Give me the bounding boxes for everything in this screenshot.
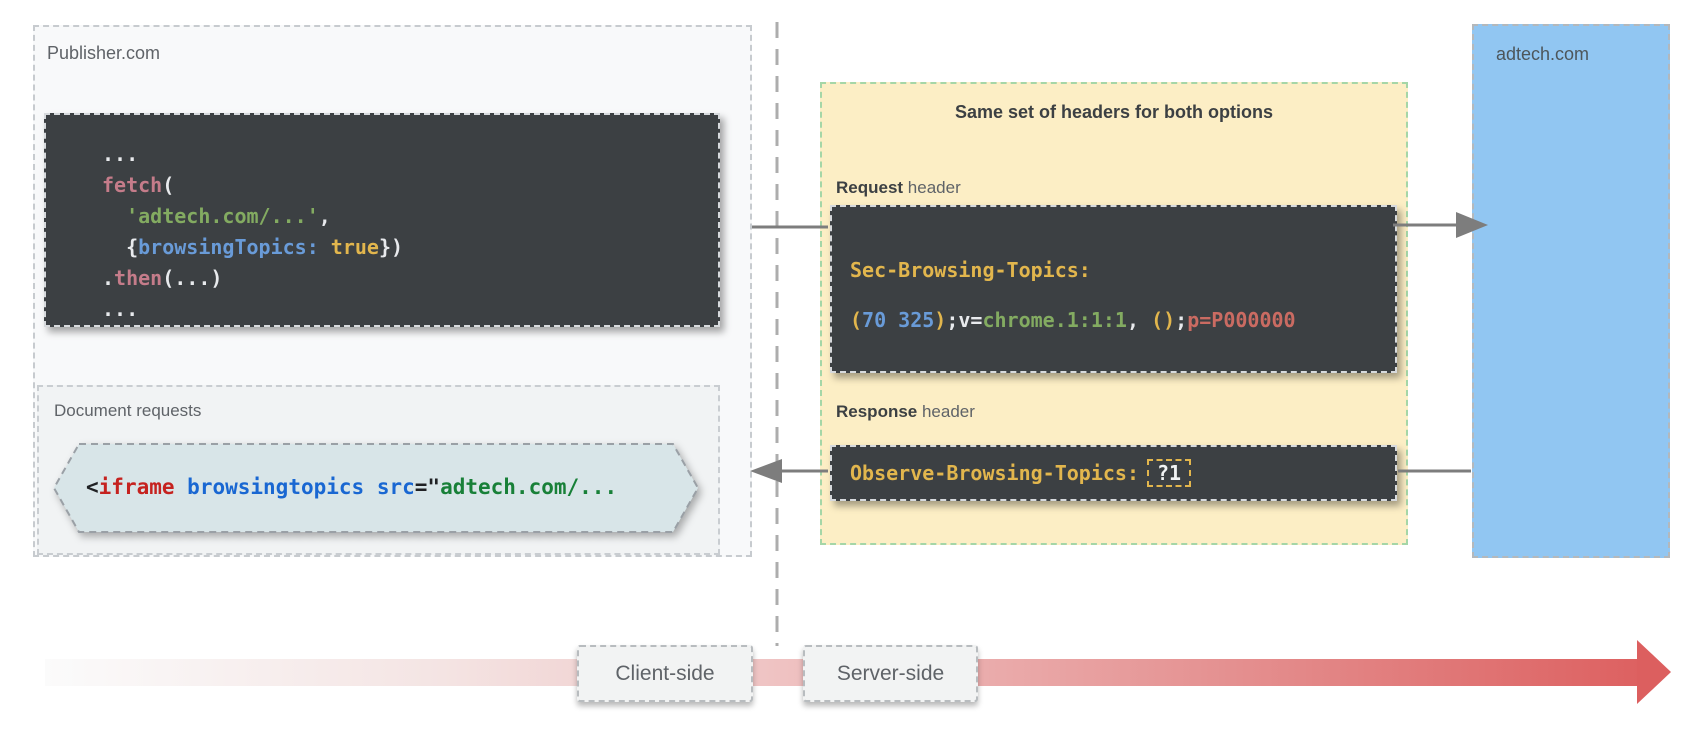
code-line: .then(...) [102, 266, 223, 290]
request-header-code-block: Sec-Browsing-Topics: (70 325);v=chrome.1… [830, 205, 1397, 373]
client-side-text: Client-side [615, 661, 715, 685]
headers-panel: Same set of headers for both options Req… [820, 82, 1408, 545]
headers-panel-title: Same set of headers for both options [954, 102, 1274, 122]
code-line: ... [102, 297, 139, 321]
code-line: Observe-Browsing-Topics: [850, 460, 1139, 485]
server-side-label: Server-side [803, 645, 978, 702]
request-header-label: Request header [836, 178, 961, 198]
request-header-label-rest: header [903, 178, 961, 197]
code-line: ... [102, 142, 139, 166]
code-line: {browsingTopics: true}) [102, 235, 404, 259]
adtech-title: adtech.com [1496, 44, 1590, 64]
fetch-code-block: ... fetch( 'adtech.com/...', {browsingTo… [44, 113, 720, 327]
iframe-code-line: <iframe browsingtopics src="adtech.com/.… [86, 475, 618, 499]
response-header-label-bold: Response [836, 402, 918, 421]
response-arrowhead-icon [750, 459, 782, 483]
code-line: fetch( [102, 173, 175, 197]
response-header-label: Response header [836, 402, 975, 422]
document-requests-container: Document requests <iframe browsingtopics… [37, 385, 720, 555]
server-side-text: Server-side [836, 661, 945, 685]
publisher-container: Publisher.com ... fetch( 'adtech.com/...… [33, 25, 752, 557]
adtech-container: adtech.com [1472, 24, 1670, 558]
response-header-code-block: Observe-Browsing-Topics: ?1 [830, 445, 1397, 501]
request-header-label-bold: Request [836, 178, 904, 197]
iframe-hexagon: <iframe browsingtopics src="adtech.com/.… [52, 443, 700, 533]
observe-topics-value-badge: ?1 [1146, 459, 1192, 487]
code-line: 'adtech.com/...', [126, 204, 331, 228]
document-requests-title: Document requests [54, 401, 202, 420]
code-line: (70 325);v=chrome.1:1:1, ();p=P000000 [850, 308, 1296, 332]
timeline-arrowhead-icon [1637, 640, 1671, 704]
publisher-title: Publisher.com [47, 43, 161, 63]
hexagon-shape [52, 443, 700, 533]
response-header-label-rest: header [917, 402, 975, 421]
code-line: Sec-Browsing-Topics: [850, 258, 1091, 282]
client-side-label: Client-side [577, 645, 753, 702]
